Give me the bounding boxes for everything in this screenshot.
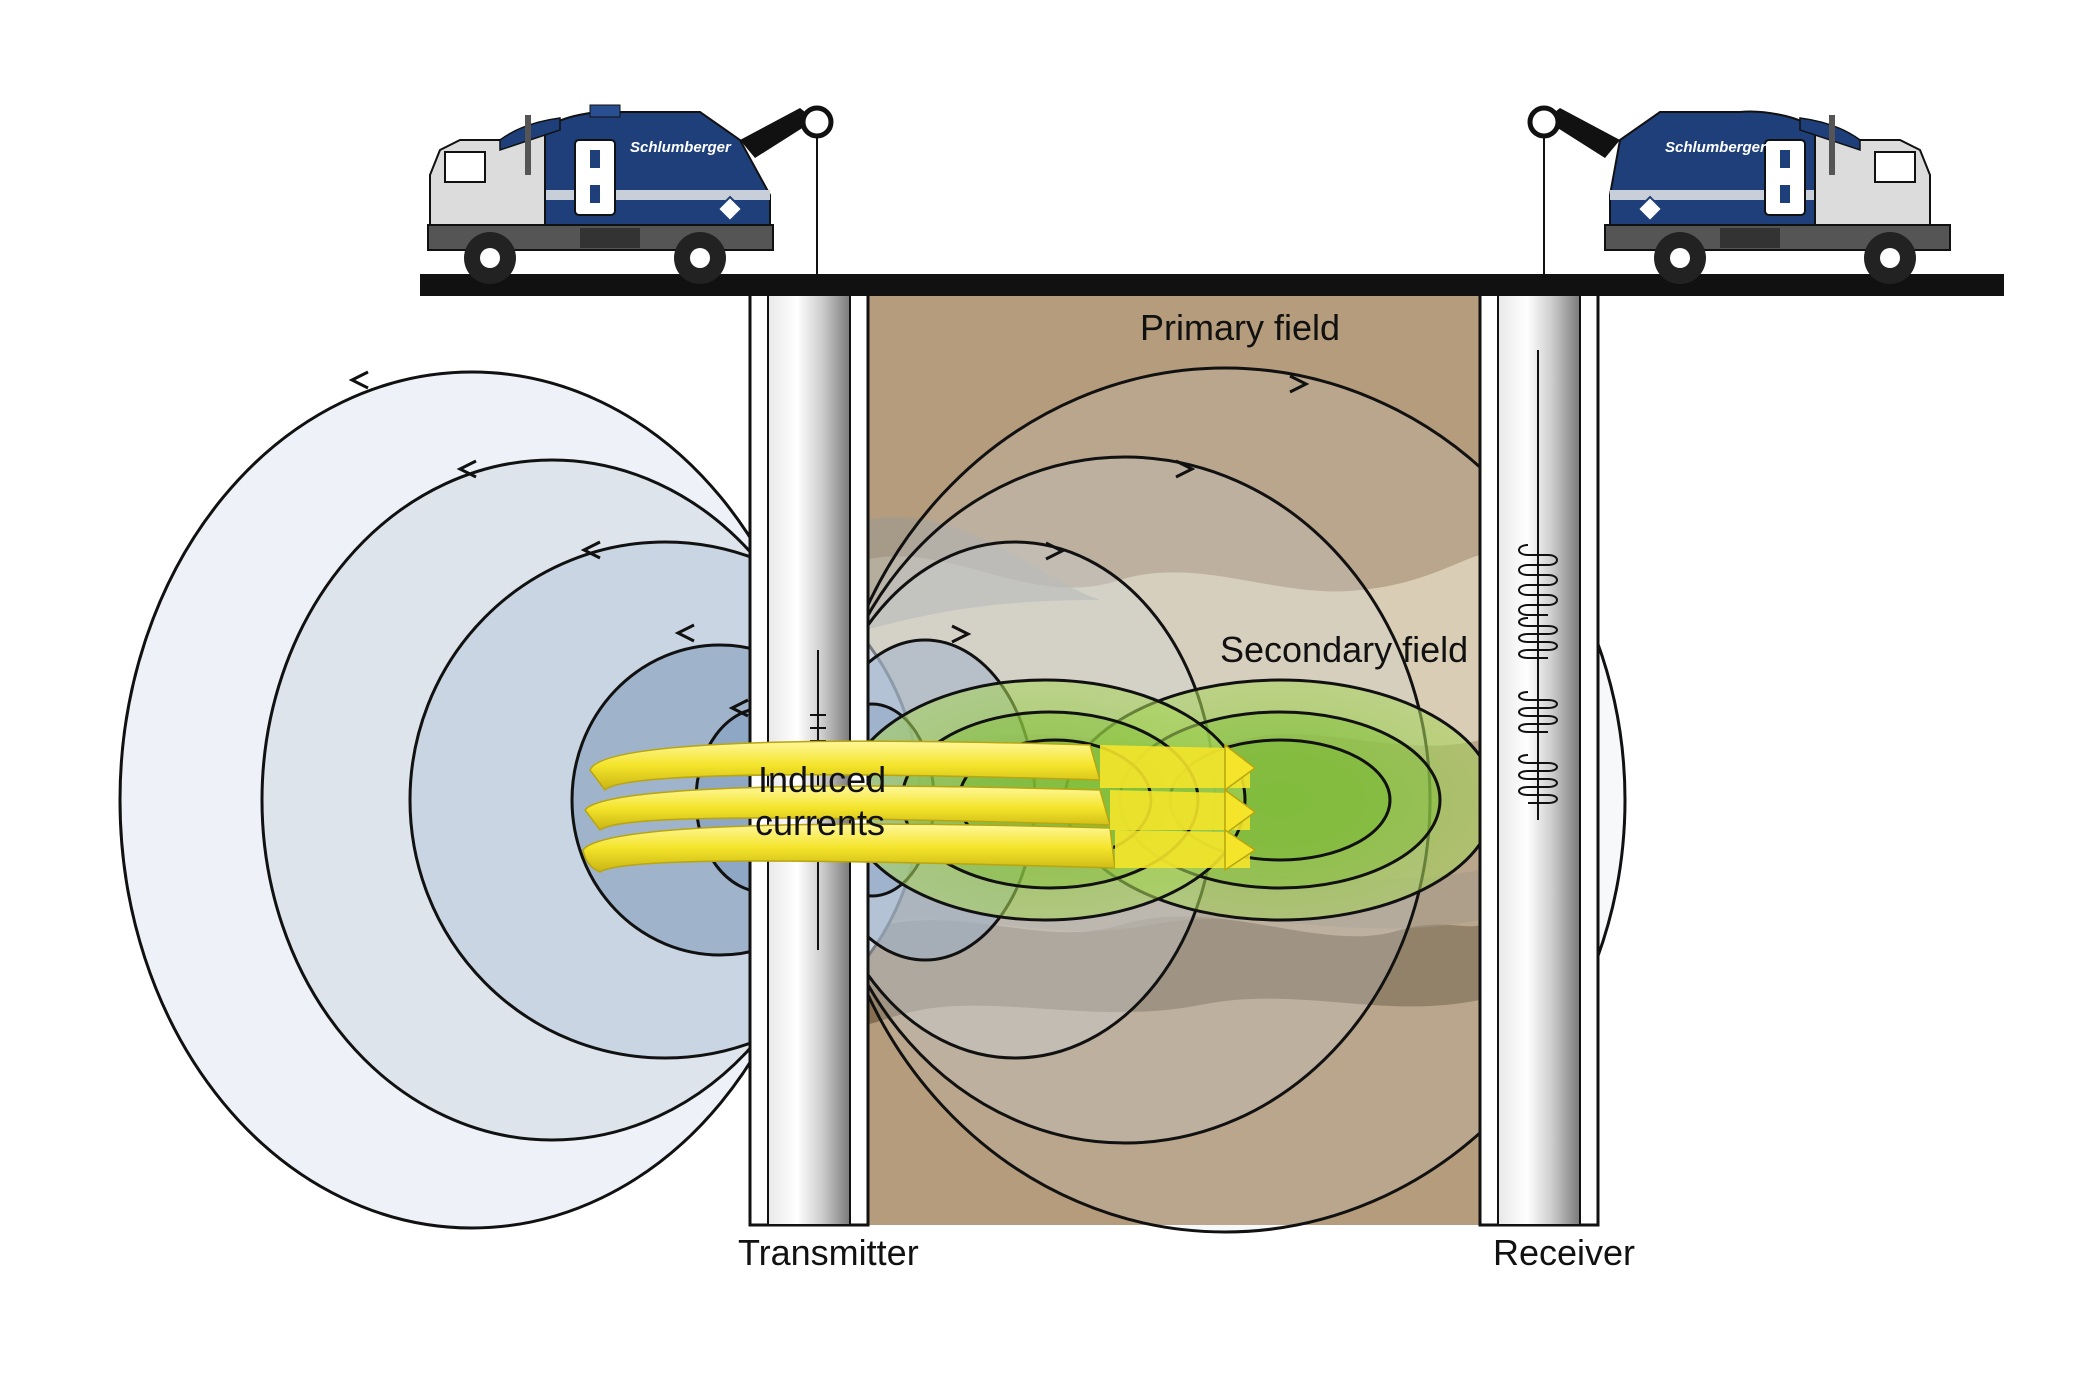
receiver-well [1478, 286, 1600, 1227]
secondary-field-label: Secondary field [1220, 629, 1468, 670]
arrow-icon [580, 540, 601, 560]
transmitter-well [748, 286, 870, 1227]
arrow-icon [1289, 374, 1310, 394]
arrow-icon [951, 624, 972, 644]
arrow-icon [1175, 459, 1196, 479]
truck-icon: Schlumberger [427, 104, 834, 284]
induced-currents-label-line2: currents [755, 802, 885, 843]
arrow-icon [348, 370, 369, 390]
arrow-icon [456, 459, 477, 479]
truck-icon: Schlumberger [1527, 105, 1951, 284]
primary-field-label: Primary field [1140, 307, 1340, 348]
induced-currents-label-line1: Induced [758, 759, 886, 800]
right-truck-logo: Schlumberger [1665, 139, 1767, 156]
arrow-icon [1045, 541, 1066, 561]
arrow-icon [728, 698, 749, 718]
transmitter-label: Transmitter [738, 1232, 919, 1273]
induced-currents [582, 740, 1257, 873]
receiver-coil-icon [1518, 350, 1558, 820]
left-truck-logo: Schlumberger [630, 139, 732, 156]
receiver-label: Receiver [1493, 1232, 1635, 1273]
ground-surface [420, 274, 2004, 296]
arrow-icon [674, 623, 695, 643]
field-arrow-icons [348, 370, 1310, 718]
